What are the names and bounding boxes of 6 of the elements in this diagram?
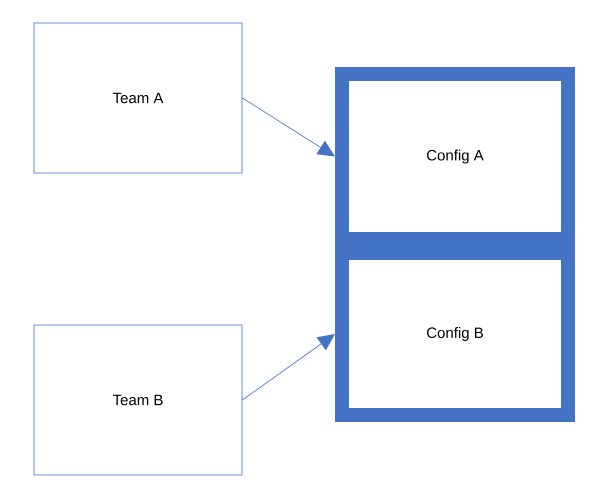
config-box: Config A [335,67,575,246]
team-box: Team A [34,22,242,174]
arrow [242,334,335,400]
config-box: Config B [335,246,575,422]
arrow [242,98,335,156]
team-box: Team B [34,324,242,476]
